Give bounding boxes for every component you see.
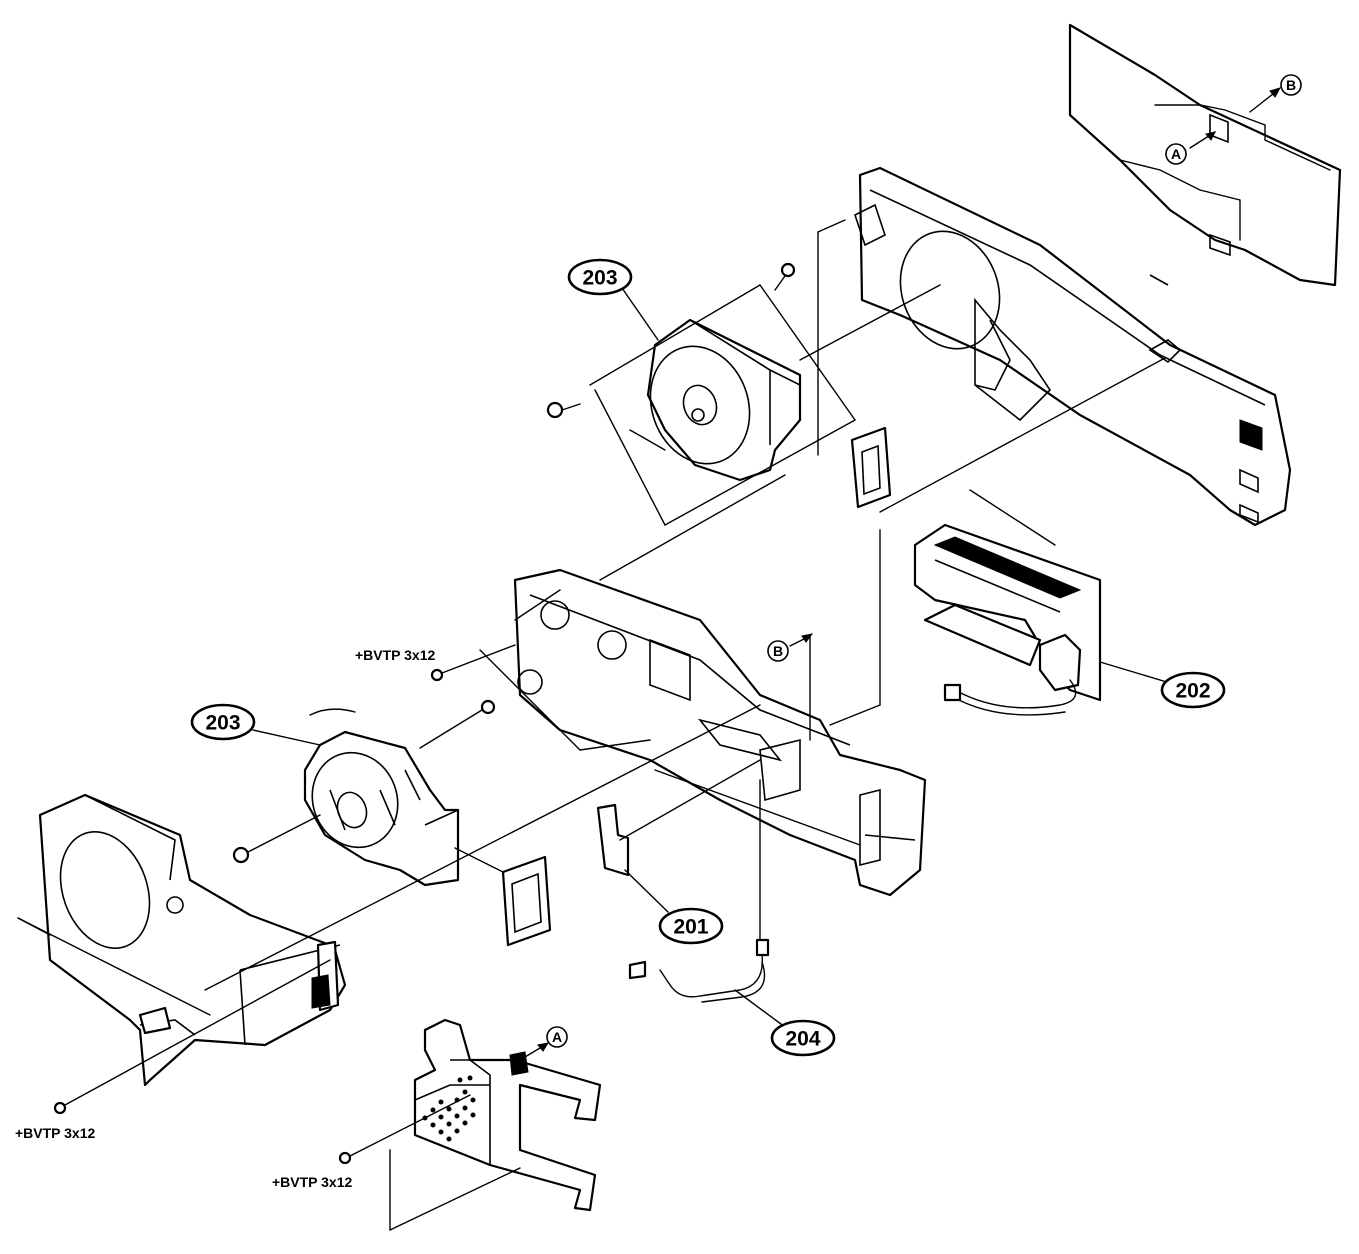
callout-203-top: 203 [567, 258, 633, 296]
left-duct [38, 793, 347, 1087]
power-unit-202 [913, 489, 1102, 716]
chassis-screw [430, 644, 516, 682]
screw-label-middle: +BVTP 3x12 [355, 647, 436, 663]
svg-text:B: B [1286, 77, 1296, 93]
svg-text:201: 201 [673, 916, 708, 939]
ref-a-bottom: A [546, 1026, 568, 1048]
left-fan-screw-top [419, 699, 496, 749]
callout-202: 202 [1160, 671, 1226, 709]
pcb-201 [596, 759, 761, 877]
callout-203-left: 203 [190, 703, 256, 741]
left-gasket [501, 855, 552, 947]
ref-b-middle: B [767, 633, 814, 741]
screw-label-bottom: +BVTP 3x12 [272, 1174, 353, 1190]
svg-text:202: 202 [1175, 680, 1210, 703]
top-fan-screw-left [546, 401, 581, 419]
top-gasket [850, 426, 892, 509]
ref-b-top: B [1280, 74, 1302, 96]
bottom-bracket [413, 1018, 602, 1212]
callout-201: 201 [658, 907, 724, 945]
bracket-vent-holes [422, 1075, 476, 1142]
svg-text:204: 204 [785, 1028, 820, 1051]
bracket-screw [338, 1094, 471, 1165]
top-right-panel [1068, 23, 1342, 287]
duct-screw [53, 959, 331, 1115]
left-blower-fan-203 [303, 708, 460, 887]
left-fan-screw-bottom [232, 814, 321, 864]
top-fan-screw-right [774, 262, 796, 291]
screw-label-left: +BVTP 3x12 [15, 1125, 96, 1141]
rear-frame [854, 166, 1292, 527]
svg-text:A: A [1171, 146, 1181, 162]
svg-text:203: 203 [205, 712, 240, 735]
svg-text:B: B [773, 643, 783, 659]
svg-text:203: 203 [582, 267, 617, 290]
callout-204: 204 [770, 1019, 836, 1057]
top-fan-203 [629, 318, 802, 482]
svg-text:A: A [552, 1029, 562, 1045]
cable-204 [628, 779, 770, 1003]
central-chassis [513, 474, 927, 897]
ref-a-top: A [1165, 143, 1187, 165]
